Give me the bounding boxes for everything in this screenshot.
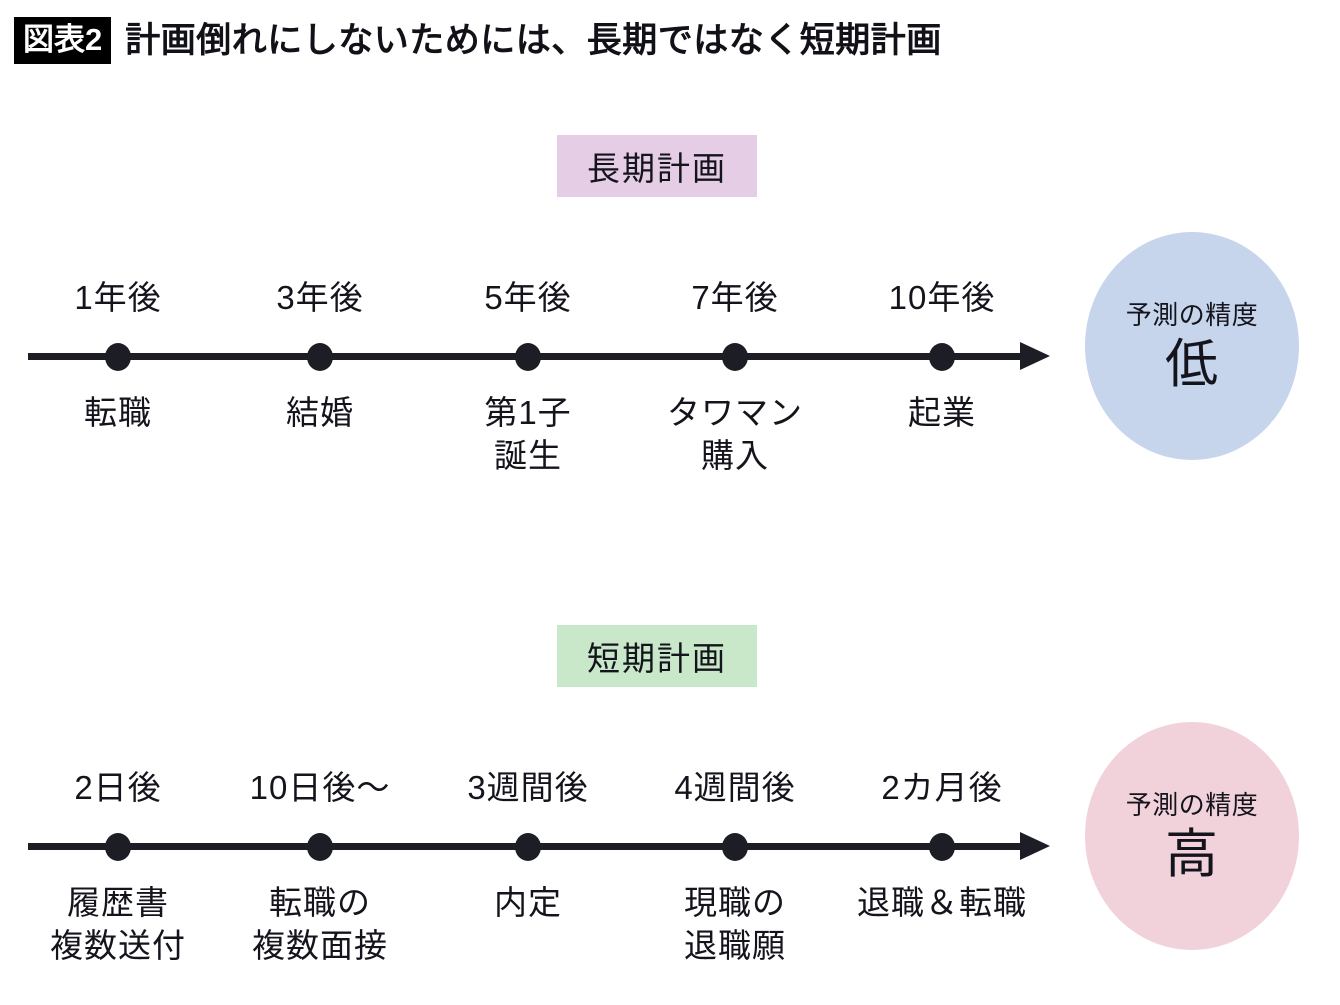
node-event-line1: 退職＆転職 [857, 883, 1027, 921]
node-event-line2: 誕生 [494, 437, 562, 475]
node-event-label: 履歴書 複数送付 [0, 881, 258, 968]
accuracy-bubble-low: 予測の精度 低 [1085, 232, 1299, 460]
node-event-line1: タワマン [667, 393, 803, 431]
node-event-label: 退職＆転職 [802, 881, 1082, 925]
node-event-line1: 起業 [908, 393, 976, 431]
node-event-label: タワマン 購入 [595, 391, 875, 478]
node-event-label: 現職の 退職願 [595, 881, 875, 968]
accuracy-value: 高 [1165, 824, 1219, 884]
timeline-arrow-icon [1020, 342, 1050, 370]
node-time-label: 2カ月後 [881, 768, 1003, 806]
node-event-line2: 退職願 [684, 927, 786, 965]
node-dot-icon [929, 342, 955, 371]
page-title: 図表2 計画倒れにしないためには、長期ではなく短期計画 [14, 14, 942, 66]
node-event-label: 転職 [0, 391, 258, 435]
node-time-label: 3年後 [276, 278, 364, 316]
figure-tag: 図表2 [14, 16, 112, 64]
node-event-line1: 第1子 [484, 393, 572, 431]
node-event-label: 結婚 [180, 391, 460, 435]
node-time-label: 10年後 [888, 278, 996, 316]
node-dot-icon [105, 342, 131, 371]
node-dot-icon [105, 832, 131, 861]
node-event-label: 転職の 複数面接 [180, 881, 460, 968]
node-event-line1: 転職の [269, 883, 371, 921]
accuracy-value: 低 [1165, 334, 1219, 394]
accuracy-label: 予測の精度 [1125, 789, 1259, 820]
node-dot-icon [722, 342, 748, 371]
node-event-line2: 複数面接 [252, 927, 388, 965]
node-event-line1: 現職の [684, 883, 786, 921]
node-time-label: 7年後 [691, 278, 779, 316]
node-event-label: 起業 [802, 391, 1082, 435]
node-dot-icon [307, 342, 333, 371]
node-time-label: 10日後〜 [249, 768, 391, 806]
node-dot-icon [929, 832, 955, 861]
node-event-label: 内定 [388, 881, 668, 925]
badge-short-term: 短期計画 [557, 625, 757, 687]
node-dot-icon [722, 832, 748, 861]
accuracy-label: 予測の精度 [1125, 299, 1259, 330]
node-event-line1: 内定 [494, 883, 562, 921]
node-event-label: 第1子 誕生 [388, 391, 668, 478]
node-event-line1: 結婚 [286, 393, 354, 431]
node-dot-icon [515, 342, 541, 371]
node-dot-icon [307, 832, 333, 861]
timeline-long-term: 1年後 転職 3年後 結婚 5年後 第1子 誕生 7年後 [0, 250, 1070, 474]
node-time-label: 4週間後 [674, 768, 796, 806]
timeline-short-term: 2日後 履歴書 複数送付 10日後〜 転職の 複数面接 3週間後 内定 4 [0, 740, 1070, 964]
node-dot-icon [515, 832, 541, 861]
badge-long-term: 長期計画 [557, 135, 757, 197]
node-event-line2: 購入 [701, 437, 769, 475]
node-time-label: 5年後 [484, 278, 572, 316]
node-time-label: 1年後 [74, 278, 162, 316]
node-time-label: 3週間後 [467, 768, 589, 806]
node-time-label: 2日後 [74, 768, 162, 806]
accuracy-bubble-high: 予測の精度 高 [1085, 722, 1299, 950]
node-event-line1: 履歴書 [67, 883, 169, 921]
node-event-line1: 転職 [84, 393, 152, 431]
node-event-line2: 複数送付 [50, 927, 186, 965]
timeline-arrow-icon [1020, 832, 1050, 860]
page-title-text: 計画倒れにしないためには、長期ではなく短期計画 [125, 20, 942, 60]
